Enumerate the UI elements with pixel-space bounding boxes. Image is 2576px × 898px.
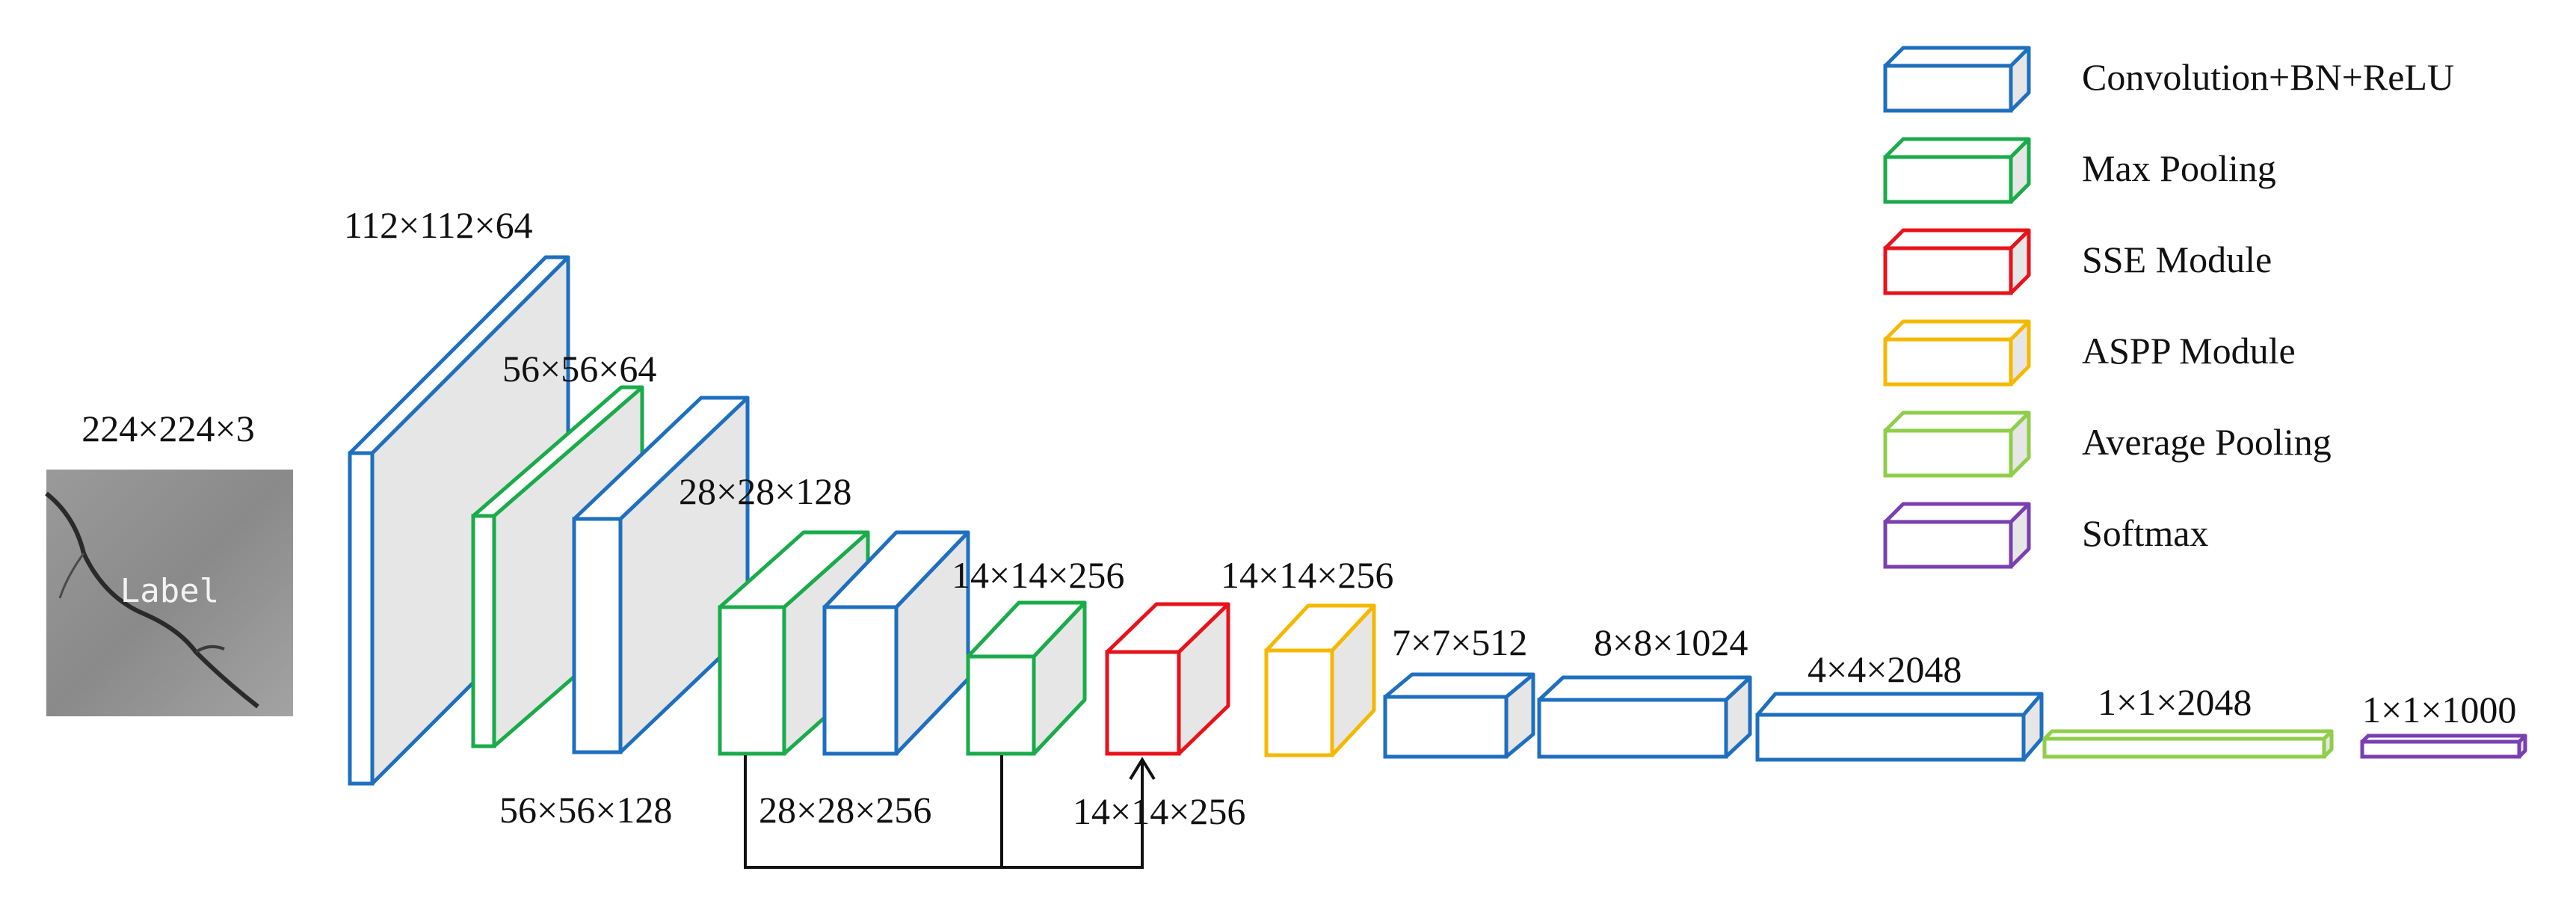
layer-block-maxpool-6-front <box>966 654 1036 756</box>
layer-label-28x28x128: 28×28×128 <box>679 470 851 512</box>
layer-block-aspp-8 <box>1264 603 1376 757</box>
legend-swatch-sse-top <box>1883 228 2031 250</box>
layer-block-sse-7-front <box>1105 650 1181 756</box>
legend-swatch-maxpool-front <box>1883 155 2013 204</box>
legend-swatch-sse <box>1883 228 2031 295</box>
layer-block-conv-11-front <box>1755 713 2026 762</box>
layer-label-56x56x64: 56×56×64 <box>502 348 656 390</box>
layer-block-aspp-8-front <box>1264 648 1334 757</box>
layer-block-sse-7 <box>1105 602 1230 756</box>
layer-block-conv-10 <box>1537 675 1752 759</box>
legend-label-maxpool: Max Pooling <box>2082 147 2276 189</box>
layer-label-56x56x128: 56×56×128 <box>499 789 672 831</box>
legend <box>1883 46 2031 569</box>
layer-block-conv-11 <box>1755 692 2044 762</box>
input-dimension-label: 224×224×3 <box>81 408 254 449</box>
legend-swatch-avgpool-front <box>1883 428 2013 478</box>
layer-label-14x14x256-maxpool: 14×14×256 <box>952 554 1124 596</box>
legend-swatch-softmax-front <box>1883 520 2013 569</box>
legend-label-avgpool: Average Pooling <box>2082 421 2332 463</box>
layer-block-conv-9-top <box>1383 672 1535 699</box>
legend-swatch-maxpool-top <box>1883 137 2031 159</box>
legend-swatch-conv-front <box>1883 64 2013 113</box>
legend-swatch-maxpool <box>1883 137 2031 204</box>
layer-block-avgpool-12-front <box>2042 736 2326 759</box>
layer-block-conv-5-front <box>822 605 899 756</box>
legend-swatch-aspp-front <box>1883 337 2013 387</box>
legend-swatch-avgpool <box>1883 410 2031 478</box>
legend-swatch-aspp <box>1883 319 2031 387</box>
layer-block-softmax-13 <box>2360 734 2527 759</box>
layer-block-maxpool-4-front <box>718 605 786 756</box>
layer-block-conv-9-front <box>1383 695 1509 759</box>
skip-connection <box>744 755 1156 869</box>
layer-block-conv-11-top <box>1755 692 2044 717</box>
layer-label-1x1x2048: 1×1×2048 <box>2098 681 2252 723</box>
legend-swatch-conv <box>1883 46 2031 113</box>
layer-block-conv-3-front <box>572 517 623 754</box>
legend-label-sse: SSE Module <box>2082 239 2272 280</box>
legend-swatch-softmax-top <box>1883 502 2031 524</box>
layer-block-conv-1-front <box>348 451 375 786</box>
layer-label-28x28x256: 28×28×256 <box>759 789 931 831</box>
legend-swatch-avgpool-top <box>1883 410 2031 433</box>
legend-label-softmax: Softmax <box>2082 512 2208 554</box>
layer-block-conv-10-front <box>1537 698 1728 759</box>
layer-label-112x112x64: 112×112×64 <box>344 204 533 246</box>
layer-block-avgpool-12 <box>2042 729 2334 759</box>
layer-block-conv-9 <box>1383 672 1535 759</box>
input-image: Label <box>45 470 293 716</box>
layer-label-7x7x512: 7×7×512 <box>1392 621 1527 663</box>
layer-block-conv-10-top <box>1537 675 1752 702</box>
legend-swatch-sse-front <box>1883 246 2013 295</box>
layer-block-softmax-13-front <box>2360 739 2521 759</box>
layer-label-14x14x256-aspp: 14×14×256 <box>1221 554 1393 596</box>
layer-label-1x1x1000: 1×1×1000 <box>2362 689 2516 731</box>
legend-swatch-aspp-top <box>1883 319 2031 342</box>
legend-label-conv: Convolution+BN+ReLU <box>2082 56 2454 98</box>
input-overlay-text: Label <box>120 572 219 610</box>
layer-block-maxpool-2-front <box>471 514 496 748</box>
layer-label-14x14x256-sse: 14×14×256 <box>1073 790 1245 832</box>
layer-block-maxpool-6 <box>966 600 1087 756</box>
legend-swatch-conv-top <box>1883 46 2031 68</box>
layer-label-4x4x2048: 4×4×2048 <box>1808 648 1962 690</box>
legend-label-aspp: ASPP Module <box>2082 330 2296 372</box>
legend-swatch-softmax <box>1883 502 2031 569</box>
layer-label-8x8x1024: 8×8×1024 <box>1594 621 1748 663</box>
layer-blocks <box>348 255 2527 786</box>
layer-block-conv-3 <box>572 396 750 754</box>
